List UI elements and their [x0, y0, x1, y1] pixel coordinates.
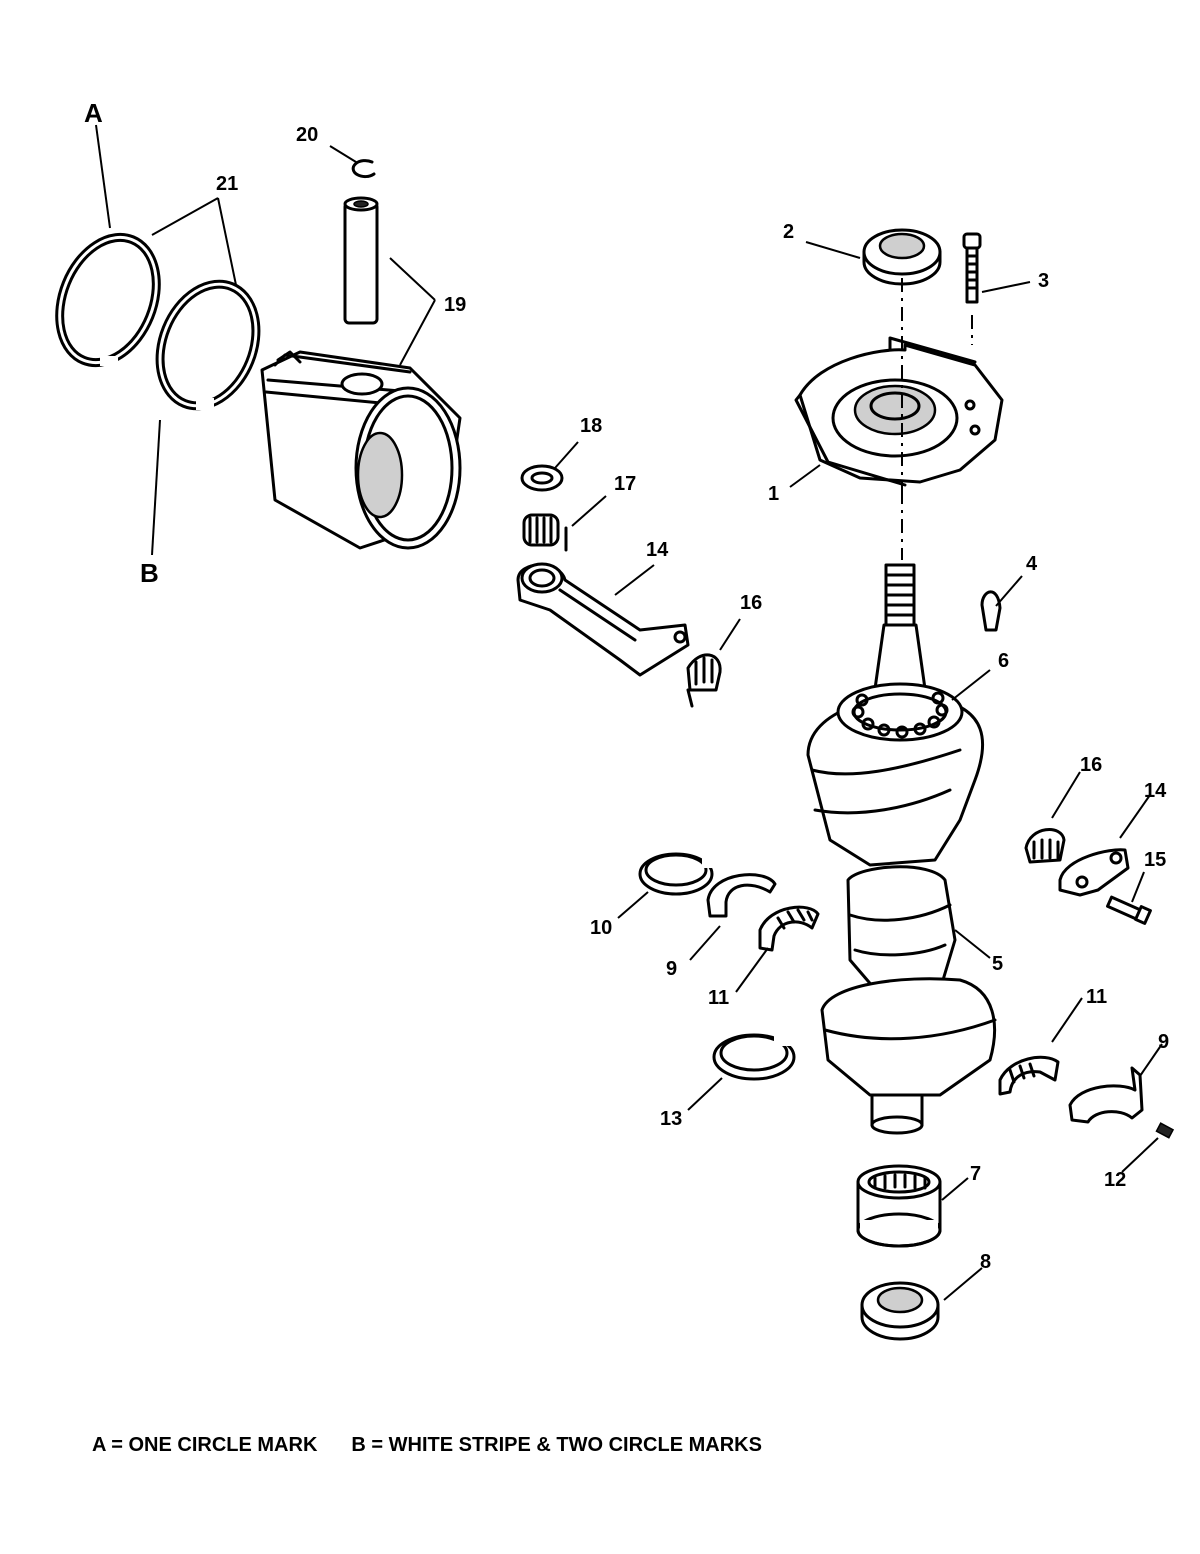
callout-14-rod: 14 — [646, 539, 669, 561]
lower-retaining-ring — [712, 1033, 796, 1081]
callout-1: 1 — [768, 483, 779, 505]
callout-14-cap: 14 — [1144, 780, 1167, 802]
callout-16-upper: 16 — [740, 592, 762, 614]
callout-8: 8 — [980, 1251, 991, 1273]
center-bearing-race-half-b — [1068, 1066, 1144, 1124]
center-bearing-cage-a — [758, 905, 820, 952]
connecting-rod-bearing-cage-upper — [686, 653, 722, 708]
label-b: B — [140, 558, 159, 588]
legend-item-b: B = WHITE STRIPE & TWO CIRCLE MARKS — [351, 1434, 762, 1456]
connecting-rod-cap — [1058, 848, 1130, 897]
callout-10: 10 — [590, 917, 612, 939]
center-retaining-ring — [638, 852, 716, 896]
callout-13: 13 — [660, 1108, 682, 1130]
piston — [260, 350, 462, 550]
piston-pin — [343, 196, 379, 325]
upper-end-cap — [794, 336, 1004, 487]
lower-oil-seal — [860, 1281, 940, 1341]
piston-pin-retainer-clip — [351, 159, 376, 179]
crankshaft — [806, 563, 997, 1135]
dowel-pin — [1155, 1122, 1175, 1139]
callout-15: 15 — [1144, 849, 1166, 871]
callout-17: 17 — [614, 473, 636, 495]
piston-ring-b — [155, 279, 261, 411]
legend-item-a: A = ONE CIRCLE MARK — [92, 1434, 318, 1456]
callout-6: 6 — [998, 650, 1009, 672]
callout-5: 5 — [992, 953, 1003, 975]
upper-oil-seal — [862, 228, 942, 286]
thrust-washer — [520, 464, 564, 492]
woodruff-key — [980, 590, 1002, 632]
callout-9-upper: 9 — [666, 958, 677, 980]
connecting-rod — [516, 562, 690, 677]
end-cap-screw — [962, 232, 982, 304]
callout-11-lower: 11 — [1086, 986, 1107, 1008]
piston-ring-a — [55, 232, 161, 368]
callout-19: 19 — [444, 294, 466, 316]
callout-16-lower: 16 — [1080, 754, 1102, 776]
center-bearing-cage-b — [998, 1055, 1060, 1096]
wrist-pin-needle-bearing — [522, 513, 568, 552]
callout-18: 18 — [580, 415, 602, 437]
label-a: A — [84, 98, 103, 128]
leader-lines — [95, 124, 1163, 1301]
callout-12: 12 — [1104, 1169, 1126, 1191]
callout-9-lower: 9 — [1158, 1031, 1169, 1053]
callout-7: 7 — [970, 1163, 981, 1185]
rod-cap-screw — [1106, 895, 1152, 925]
callout-2: 2 — [783, 221, 794, 243]
callout-3: 3 — [1038, 270, 1049, 292]
connecting-rod-bearing-cage-lower — [1024, 828, 1066, 864]
callout-21: 21 — [216, 173, 238, 195]
callout-4: 4 — [1026, 553, 1038, 575]
lower-roller-bearing — [856, 1164, 942, 1248]
callout-20: 20 — [296, 124, 318, 146]
legend: A = ONE CIRCLE MARK B = WHITE STRIPE & TW… — [92, 1434, 762, 1457]
callout-11-upper: 11 — [708, 987, 729, 1009]
main-ball-bearing — [836, 682, 964, 742]
center-bearing-race-half-a — [706, 873, 777, 918]
